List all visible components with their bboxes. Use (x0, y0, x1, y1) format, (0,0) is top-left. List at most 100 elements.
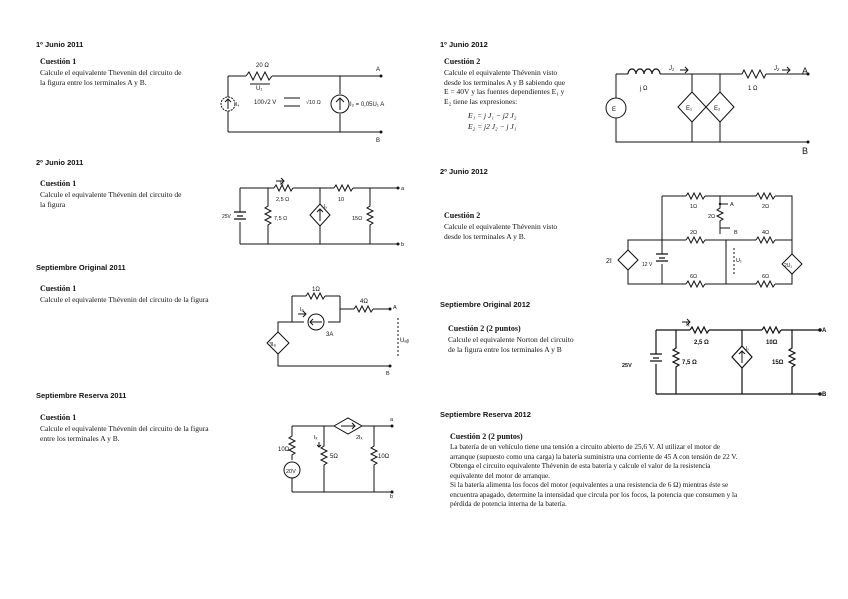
circuit-diagram: 1Ω 2Ω 2Ω A B 2Ω 4Ω 2I 12 V 6Ω 6Ω (606, 188, 816, 294)
question-text: Calcule el equivalente Norton del circui… (448, 335, 574, 354)
question-text: Calcule el equivalente Thevenin del circ… (40, 68, 181, 87)
i4-label: I₄ (236, 102, 239, 108)
question-text: Calcule el equivalente Thévenin del circ… (40, 190, 181, 209)
dep-label: 2Iₓ (356, 435, 363, 441)
e-label: E (612, 107, 616, 113)
u1-label: U₁ (736, 258, 742, 264)
question-title: Cuestión 2 (2 puntos) (448, 324, 521, 333)
cs-label: Iₓ (324, 204, 327, 210)
text-line: La batería de un vehículo tiene una tens… (450, 443, 720, 451)
j2-label: J₂ (773, 66, 780, 72)
r6-label: 6Ω (690, 274, 697, 280)
text-line: Calcule el equivalente Thévenin del circ… (40, 190, 182, 199)
e1-label: E₁ (686, 106, 692, 112)
text-line: Obtenga el circuito equivalente Thévenin… (450, 462, 711, 470)
l1-label: j Ω (639, 86, 648, 92)
question-text: Calcule el equivalente Thévenin del circ… (40, 424, 209, 443)
terminal-a: A (822, 328, 827, 334)
r2-label: 5Ω (330, 454, 338, 460)
terminal-b: B (386, 371, 390, 377)
r3-label: 2Ω (708, 214, 715, 220)
r1-label: 1Ω (690, 204, 697, 210)
r3-label: 7,5 Ω (274, 216, 287, 222)
text-line: E₂ tiene las expresiones: (444, 96, 518, 106)
question-text: Calcule el equivalente Thévenin visto de… (444, 68, 565, 106)
terminal-a: A (393, 305, 397, 311)
circuit-diagram: j Ω J₁ E E₁ E₂ 1 Ω J₂ A B (596, 60, 816, 156)
r1-label: 1 Ω (748, 86, 758, 92)
r2-label: 2Ω (762, 204, 769, 210)
r1-label: 2,5 Ω (694, 340, 709, 346)
question-text: La batería de un vehículo tiene una tens… (450, 443, 737, 510)
text-line: Calcule el equivalente Thévenin visto (444, 222, 558, 231)
circuit-diagram: 2,5 Ω 10Ω Iₓ 25V 7,5 Ω Iₓ 15Ω A B (622, 318, 829, 400)
circuit-diagram: 1Ω 3A Iₐ 4Ω 3Iₐ A B Uₐᵦ (262, 282, 412, 377)
r2-label: 10 (338, 197, 344, 203)
section-title: Septiembre Reserva 2011 (36, 391, 127, 400)
text-line: arranque (supuesto como una carga) la ba… (450, 452, 738, 461)
section-title: 1º Junio 2012 (440, 40, 488, 49)
terminal-a: a (390, 417, 394, 423)
r1-label: 10Ω (278, 447, 290, 453)
terminal-a: A (376, 67, 380, 73)
question-title: Cuestión 2 (444, 211, 481, 220)
equation-1: E₁ = j J₁ − j2 J₂ (468, 111, 517, 120)
terminal-a: A (802, 66, 808, 76)
vs-label: 25V (622, 363, 632, 369)
u1-label: U₁ (256, 86, 262, 92)
r2-label: √10 Ω (306, 99, 321, 106)
vs-label: 100√2 V (254, 99, 276, 106)
ia-label: Iₐ (300, 307, 305, 313)
text-line: Calcule el equivalente Thevenin del circ… (40, 68, 182, 77)
text-line: Calcule el equivalente Thévenin del circ… (40, 424, 209, 433)
r1-label: 20 Ω (256, 63, 269, 69)
section-title: Septiembre Original 2011 (36, 263, 126, 272)
question-title: Cuestión 2 (2 puntos) (450, 432, 523, 441)
r7-label: 6Ω (762, 274, 769, 280)
vs-label: 25V (222, 214, 232, 220)
section-title: Septiembre Reserva 2012 (440, 410, 531, 419)
terminal-a: a (401, 186, 405, 192)
terminal-b: b (390, 494, 393, 500)
text-line: entre los terminales A y B. (40, 433, 120, 443)
text-line: desde los terminales A y B. (444, 231, 526, 241)
e2-label: E₂ (714, 106, 721, 112)
text-line: pérdida de potencia interna de la baterí… (450, 500, 567, 508)
dep-label: 3Iₐ (269, 342, 277, 348)
section-title: 1º Junio 2011 (36, 40, 84, 49)
circuit-diagram: 2Iₓ 10Ω 20V 5Ω Iₓ 10Ω a b (278, 416, 408, 500)
text-line: la figura entre los terminales A y B. (40, 77, 147, 87)
ix-label: Iₓ (314, 435, 318, 441)
question-text: Calcule el equivalente Thévenin del circ… (40, 295, 209, 305)
r3-label: 10Ω (378, 454, 390, 460)
r2-label: 4Ω (360, 299, 368, 305)
question-title: Cuestión 2 (444, 57, 481, 66)
r4-label: 2Ω (690, 230, 697, 236)
text-line: encuentra apagado, determine la intensid… (450, 490, 738, 499)
terminal-b: b (401, 242, 404, 248)
section-title: 2º Junio 2012 (440, 167, 488, 176)
text-line: E = 40V y las fuentes dependientes E₁ y (444, 87, 565, 96)
section-title: Septiembre Original 2012 (440, 300, 531, 309)
equation-2: E₂ = j2 J₂ − j J₁ (468, 122, 517, 131)
question-title: Cuestión 1 (40, 284, 77, 293)
circuit-diagram: 20 Ω U₁ I₄ 100√2 V √10 Ω I₂ = 0,05U₁ A A… (216, 60, 396, 144)
question-title: Cuestión 1 (40, 413, 77, 422)
ix-label: Iₓ (686, 322, 690, 328)
terminal-b: B (734, 230, 738, 236)
j1-label: J₁ (668, 66, 674, 72)
dep2-label: 2U₁ (784, 263, 792, 269)
r1-label: 1Ω (312, 287, 320, 293)
r1-label: 2,5 Ω (276, 197, 289, 203)
cs-label: 3A (326, 332, 333, 338)
question-title: Cuestión 1 (40, 179, 77, 188)
cs-label: I₂ = 0,05U₁ A (350, 102, 384, 108)
question-text: Calcule el equivalente Thévenin visto de… (444, 222, 557, 241)
text-line: Si la batería alimenta los focos del mot… (450, 481, 729, 489)
r3-label: 7,5 Ω (682, 360, 697, 366)
dep1-label: 2I (606, 258, 612, 265)
r4-label: 15Ω (772, 360, 784, 366)
terminal-b: B (376, 138, 380, 144)
text-line: equivalente del motor de arranque. (450, 471, 550, 480)
terminal-a: A (730, 202, 734, 208)
